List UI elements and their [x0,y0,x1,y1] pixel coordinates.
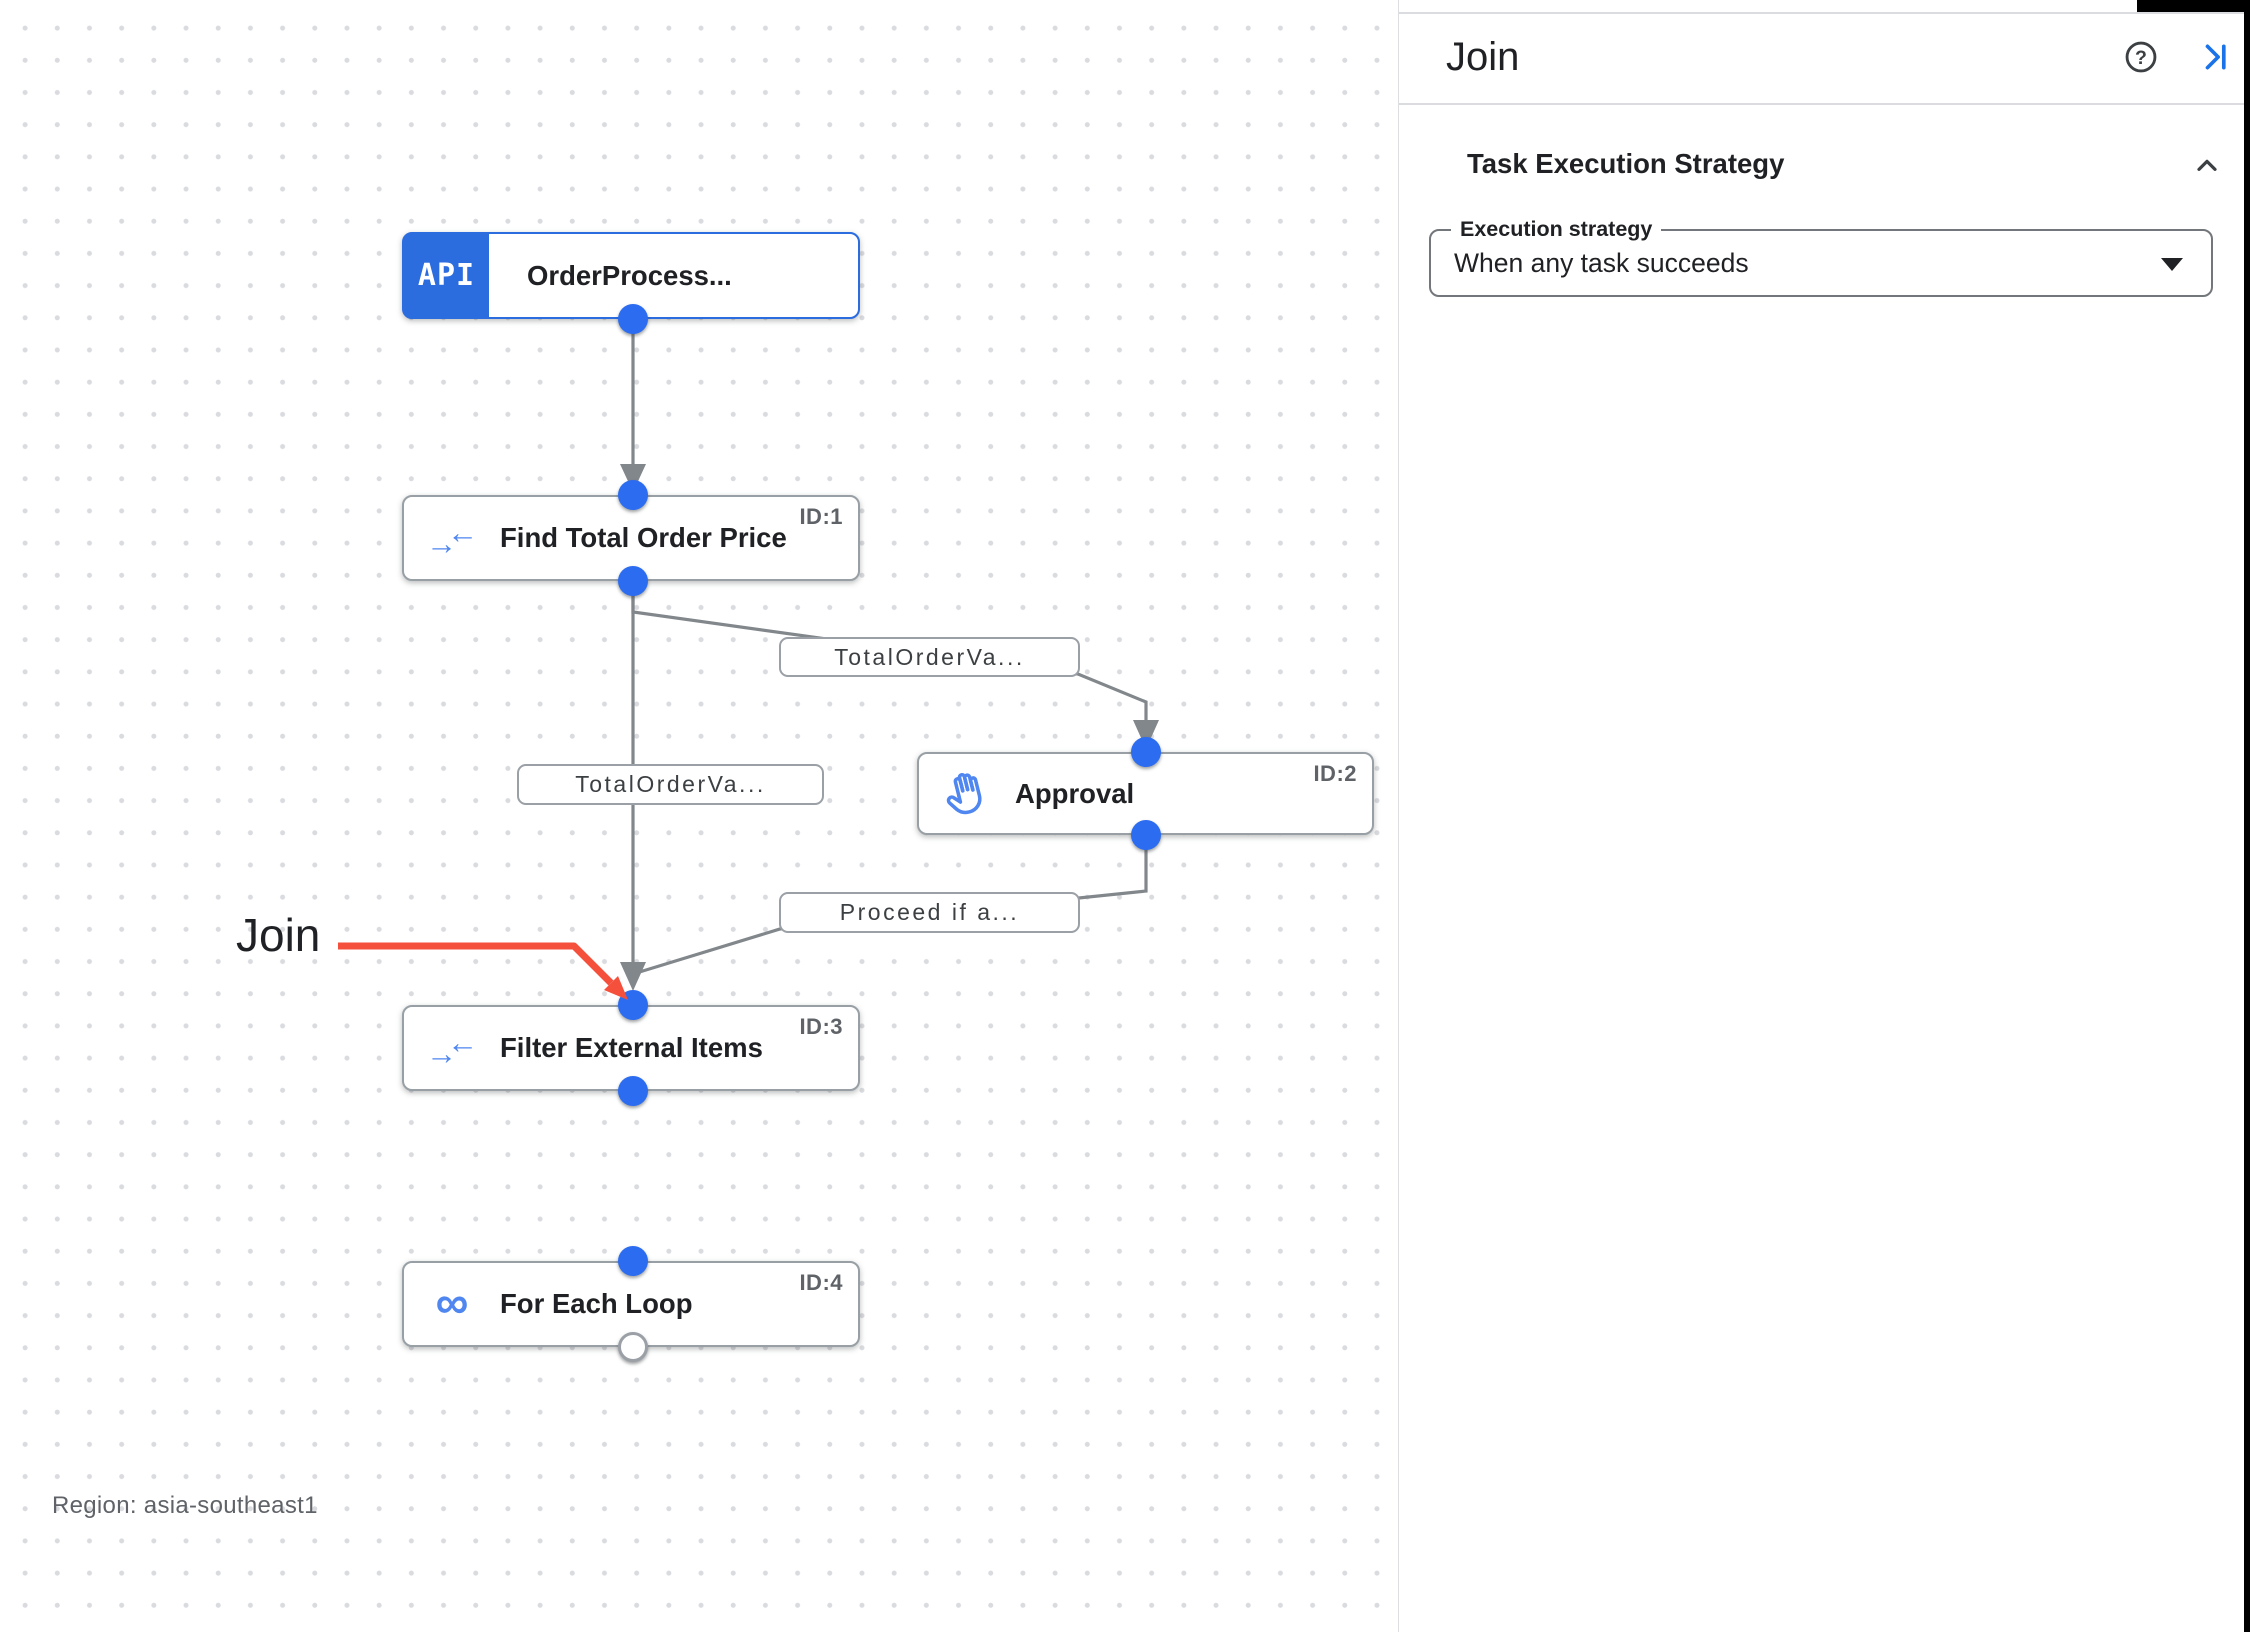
panel-title: Join [1446,35,1520,79]
edge-label-proceed-if[interactable]: Proceed if a... [779,892,1080,933]
execution-strategy-select[interactable]: Execution strategy When any task succeed… [1429,217,2213,297]
edge-label-total-order-value[interactable]: TotalOrderVa... [517,764,824,805]
panel-top-divider [1399,12,2250,14]
task-id-badge: ID:3 [799,1014,843,1039]
approval-hand-icon [946,772,982,814]
collapse-panel-icon [2205,44,2226,70]
help-button[interactable]: ? [2121,37,2161,77]
port-output-find[interactable] [618,566,648,596]
arrowhead-into-approval [1133,720,1159,749]
dropdown-caret-icon [2161,258,2183,271]
port-input-approval[interactable] [1131,737,1161,767]
port-output-order[interactable] [618,304,648,334]
section-title-task-execution-strategy: Task Execution Strategy [1467,148,1785,179]
task-id-badge: ID:2 [1313,761,1357,786]
execution-strategy-value: When any task succeeds [1454,248,1749,278]
join-annotation-label: Join [236,909,321,961]
port-output-approval[interactable] [1131,820,1161,850]
section-collapse-button[interactable] [2187,146,2227,186]
loop-infinity-icon: ∞ [435,1276,469,1328]
config-panel: Join ? Task Execution Strategy Execution… [1398,0,2250,1632]
svg-text:?: ? [2135,47,2147,69]
execution-strategy-field-label: Execution strategy [1451,217,1662,243]
task-id-badge: ID:4 [799,1270,843,1295]
port-output-foreach-open[interactable] [618,1332,648,1362]
collapse-panel-button[interactable] [2196,37,2236,77]
port-input-filter-join[interactable] [618,990,648,1020]
panel-header-divider [1399,103,2250,105]
port-output-filter[interactable] [618,1076,648,1106]
node-title: Find Total Order Price [500,522,787,553]
node-title: For Each Loop [500,1288,693,1319]
node-title: OrderProcess... [527,259,732,291]
help-icon: ? [2125,41,2157,73]
window-chrome-bar [2137,0,2250,12]
edge-find-to-approval [631,581,1148,722]
chevron-up-icon [2197,159,2217,171]
port-input-find[interactable] [618,480,648,510]
region-label: Region: asia-southeast1 [52,1492,318,1519]
workflow-canvas[interactable]: API OrderProcess... ← → Find Total Order… [0,0,1398,1632]
task-id-badge: ID:1 [799,504,843,529]
node-title: Approval [1015,777,1135,809]
data-mapping-icon: ← → [426,1025,478,1071]
api-trigger-icon: API [404,234,489,317]
port-input-foreach[interactable] [618,1246,648,1276]
node-title: Filter External Items [500,1032,763,1063]
data-mapping-icon: ← → [426,515,478,561]
arrowhead-into-filter [620,962,646,991]
edge-label-total-order-value[interactable]: TotalOrderVa... [779,637,1080,677]
arrowhead-into-find [620,464,646,492]
window-chrome-edge [2244,0,2250,1632]
